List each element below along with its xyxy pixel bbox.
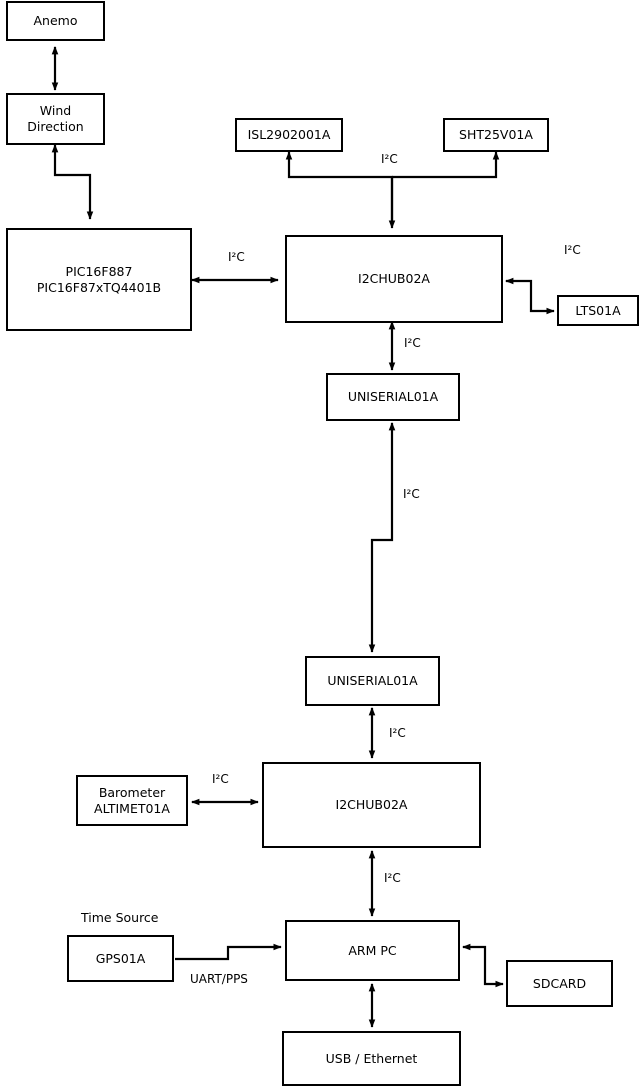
node-i2chub02a-bottom[interactable]: I2CHUB02A: [262, 762, 481, 848]
edge-label-i2c-sensors-top: I²C: [381, 152, 398, 166]
node-uniserial01a-top[interactable]: UNISERIAL01A: [326, 373, 460, 421]
node-arm-pc-label: ARM PC: [348, 942, 397, 958]
connector-gps-armpc: [175, 943, 282, 961]
node-anemo[interactable]: Anemo: [6, 1, 105, 41]
node-arm-pc[interactable]: ARM PC: [285, 920, 460, 981]
node-altimet01a-label: ALTIMET01A: [94, 800, 170, 816]
node-sdcard[interactable]: SDCARD: [506, 960, 613, 1007]
edge-label-i2c-barometer-hub2: I²C: [212, 772, 229, 786]
edge-label-uart-pps: UART/PPS: [190, 972, 248, 986]
edge-label-i2c-pic-hub: I²C: [228, 250, 245, 264]
edge-label-i2c-uniserial-hub2: I²C: [389, 726, 406, 740]
node-wind-direction-label: Wind: [39, 103, 72, 119]
node-sht25v01a-label: SHT25V01A: [459, 127, 533, 143]
node-i2chub02a-top-label: I2CHUB02A: [358, 271, 430, 287]
edge-label-i2c-hub-lts: I²C: [564, 243, 581, 257]
node-lts01a-label: LTS01A: [575, 302, 621, 318]
node-pic16f887-label: PIC16F887: [65, 263, 133, 279]
node-usb-ethernet[interactable]: USB / Ethernet: [282, 1031, 461, 1086]
node-isl2902001a-label: ISL2902001A: [247, 127, 331, 143]
node-anemo-label: Anemo: [33, 13, 78, 29]
node-sdcard-label: SDCARD: [532, 975, 587, 991]
connector-hub-lts: [505, 277, 555, 315]
edge-label-i2c-hub-uniserial: I²C: [404, 336, 421, 350]
node-usb-ethernet-label: USB / Ethernet: [325, 1050, 418, 1066]
edge-label-i2c-hub2-armpc: I²C: [384, 871, 401, 885]
connector-hub-sensors: [285, 151, 394, 225]
node-i2chub02a-bottom-label: I2CHUB02A: [335, 797, 408, 813]
edge-label-i2c-uniserial-link: I²C: [403, 487, 420, 501]
node-lts01a[interactable]: LTS01A: [557, 295, 639, 326]
node-gps01a[interactable]: GPS01A: [67, 935, 174, 982]
node-wind-direction[interactable]: Wind Direction: [6, 93, 105, 145]
node-uniserial01a-bottom[interactable]: UNISERIAL01A: [305, 656, 440, 706]
node-isl2902001a[interactable]: ISL2902001A: [235, 118, 343, 152]
node-uniserial01a-bottom-label: UNISERIAL01A: [327, 673, 418, 689]
connector-uniserial-link: [368, 422, 396, 653]
node-barometer-label: Barometer: [98, 784, 166, 800]
label-time-source: Time Source: [81, 910, 159, 925]
node-wind-direction-label2: Direction: [27, 119, 84, 134]
connector-armpc-sdcard: [462, 943, 504, 988]
node-uniserial01a-top-label: UNISERIAL01A: [347, 389, 439, 405]
connector-pic-wind: [51, 144, 94, 220]
node-sht25v01a[interactable]: SHT25V01A: [443, 118, 549, 152]
node-barometer-altimet01a[interactable]: Barometer ALTIMET01A: [76, 775, 188, 826]
connector-hub-sht-branch: [392, 151, 500, 179]
node-pic16f887[interactable]: PIC16F887 PIC16F87xTQ4401B: [6, 228, 192, 331]
node-i2chub02a-top[interactable]: I2CHUB02A: [285, 235, 503, 323]
node-gps01a-label: GPS01A: [95, 950, 146, 966]
node-pic16f887-label2: PIC16F87xTQ4401B: [36, 279, 162, 295]
